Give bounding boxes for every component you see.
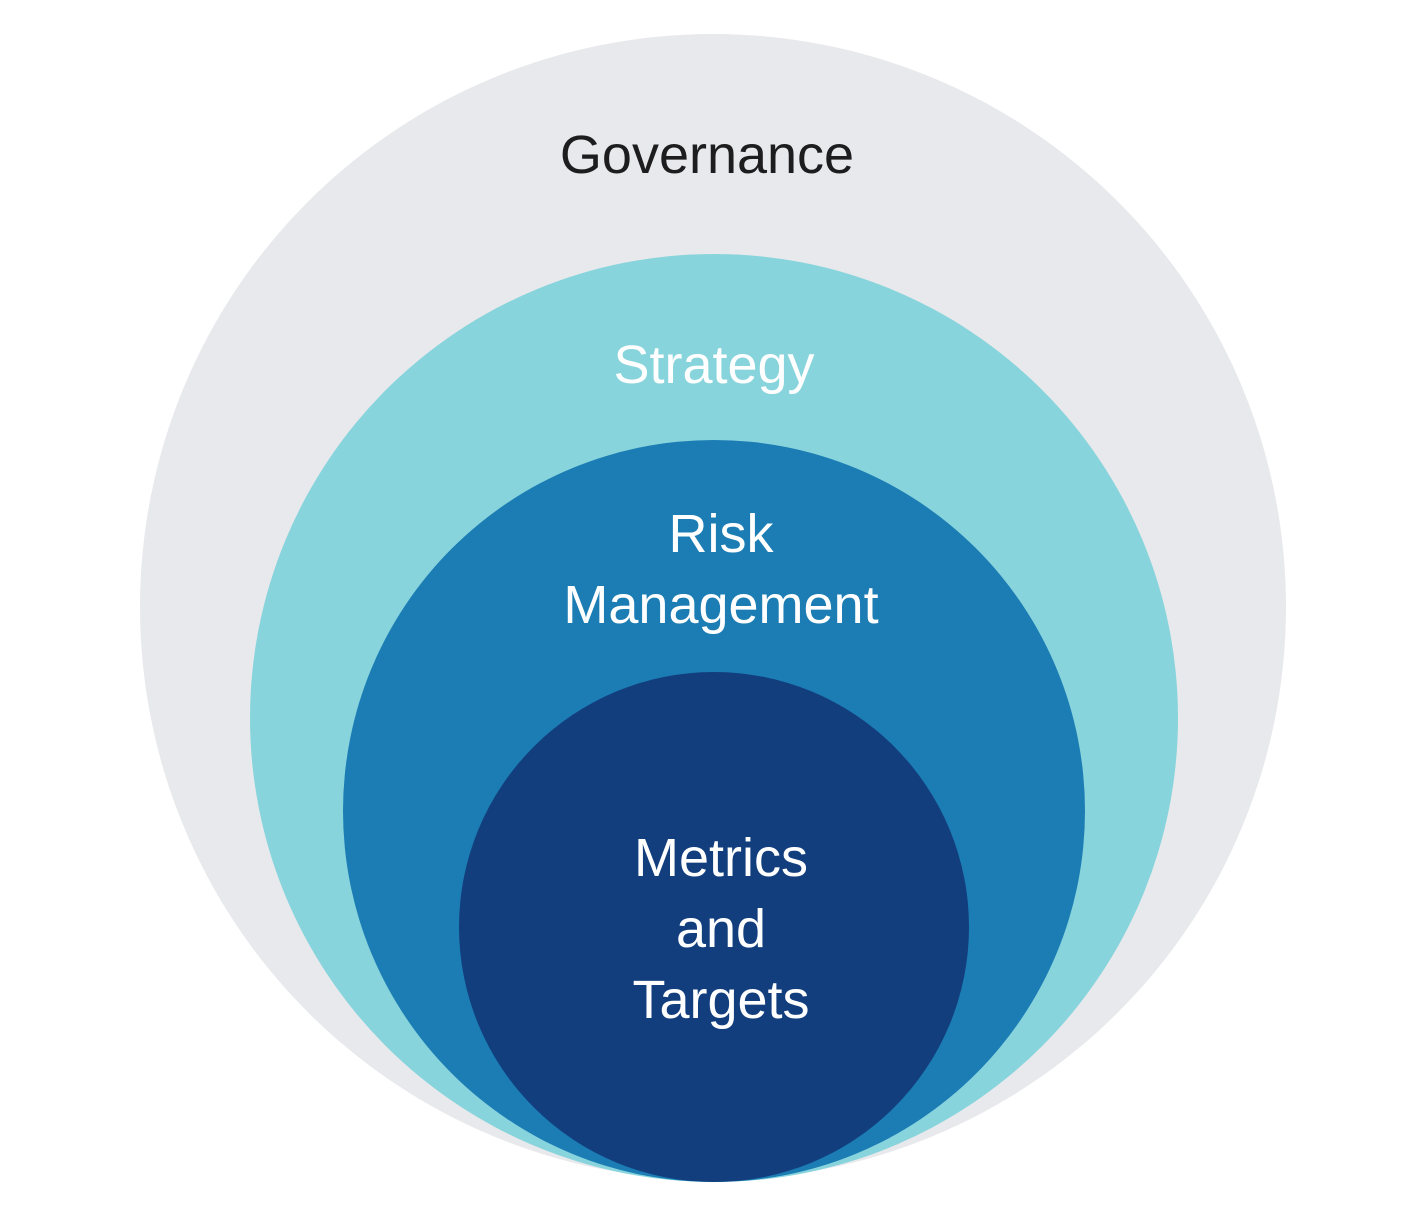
risk-management-label-line-2: Management <box>563 575 879 635</box>
risk-management-label-line-1: Risk <box>668 504 774 564</box>
governance-label: Governance <box>559 125 855 185</box>
metrics-and-targets-circle <box>459 672 969 1182</box>
metrics-and-targets-label-line-2: and <box>675 899 767 959</box>
metrics-and-targets-label-line-1: Metrics <box>634 828 808 888</box>
strategy-label: Strategy <box>613 335 815 395</box>
metrics-and-targets-label-line-3: Targets <box>632 970 810 1030</box>
